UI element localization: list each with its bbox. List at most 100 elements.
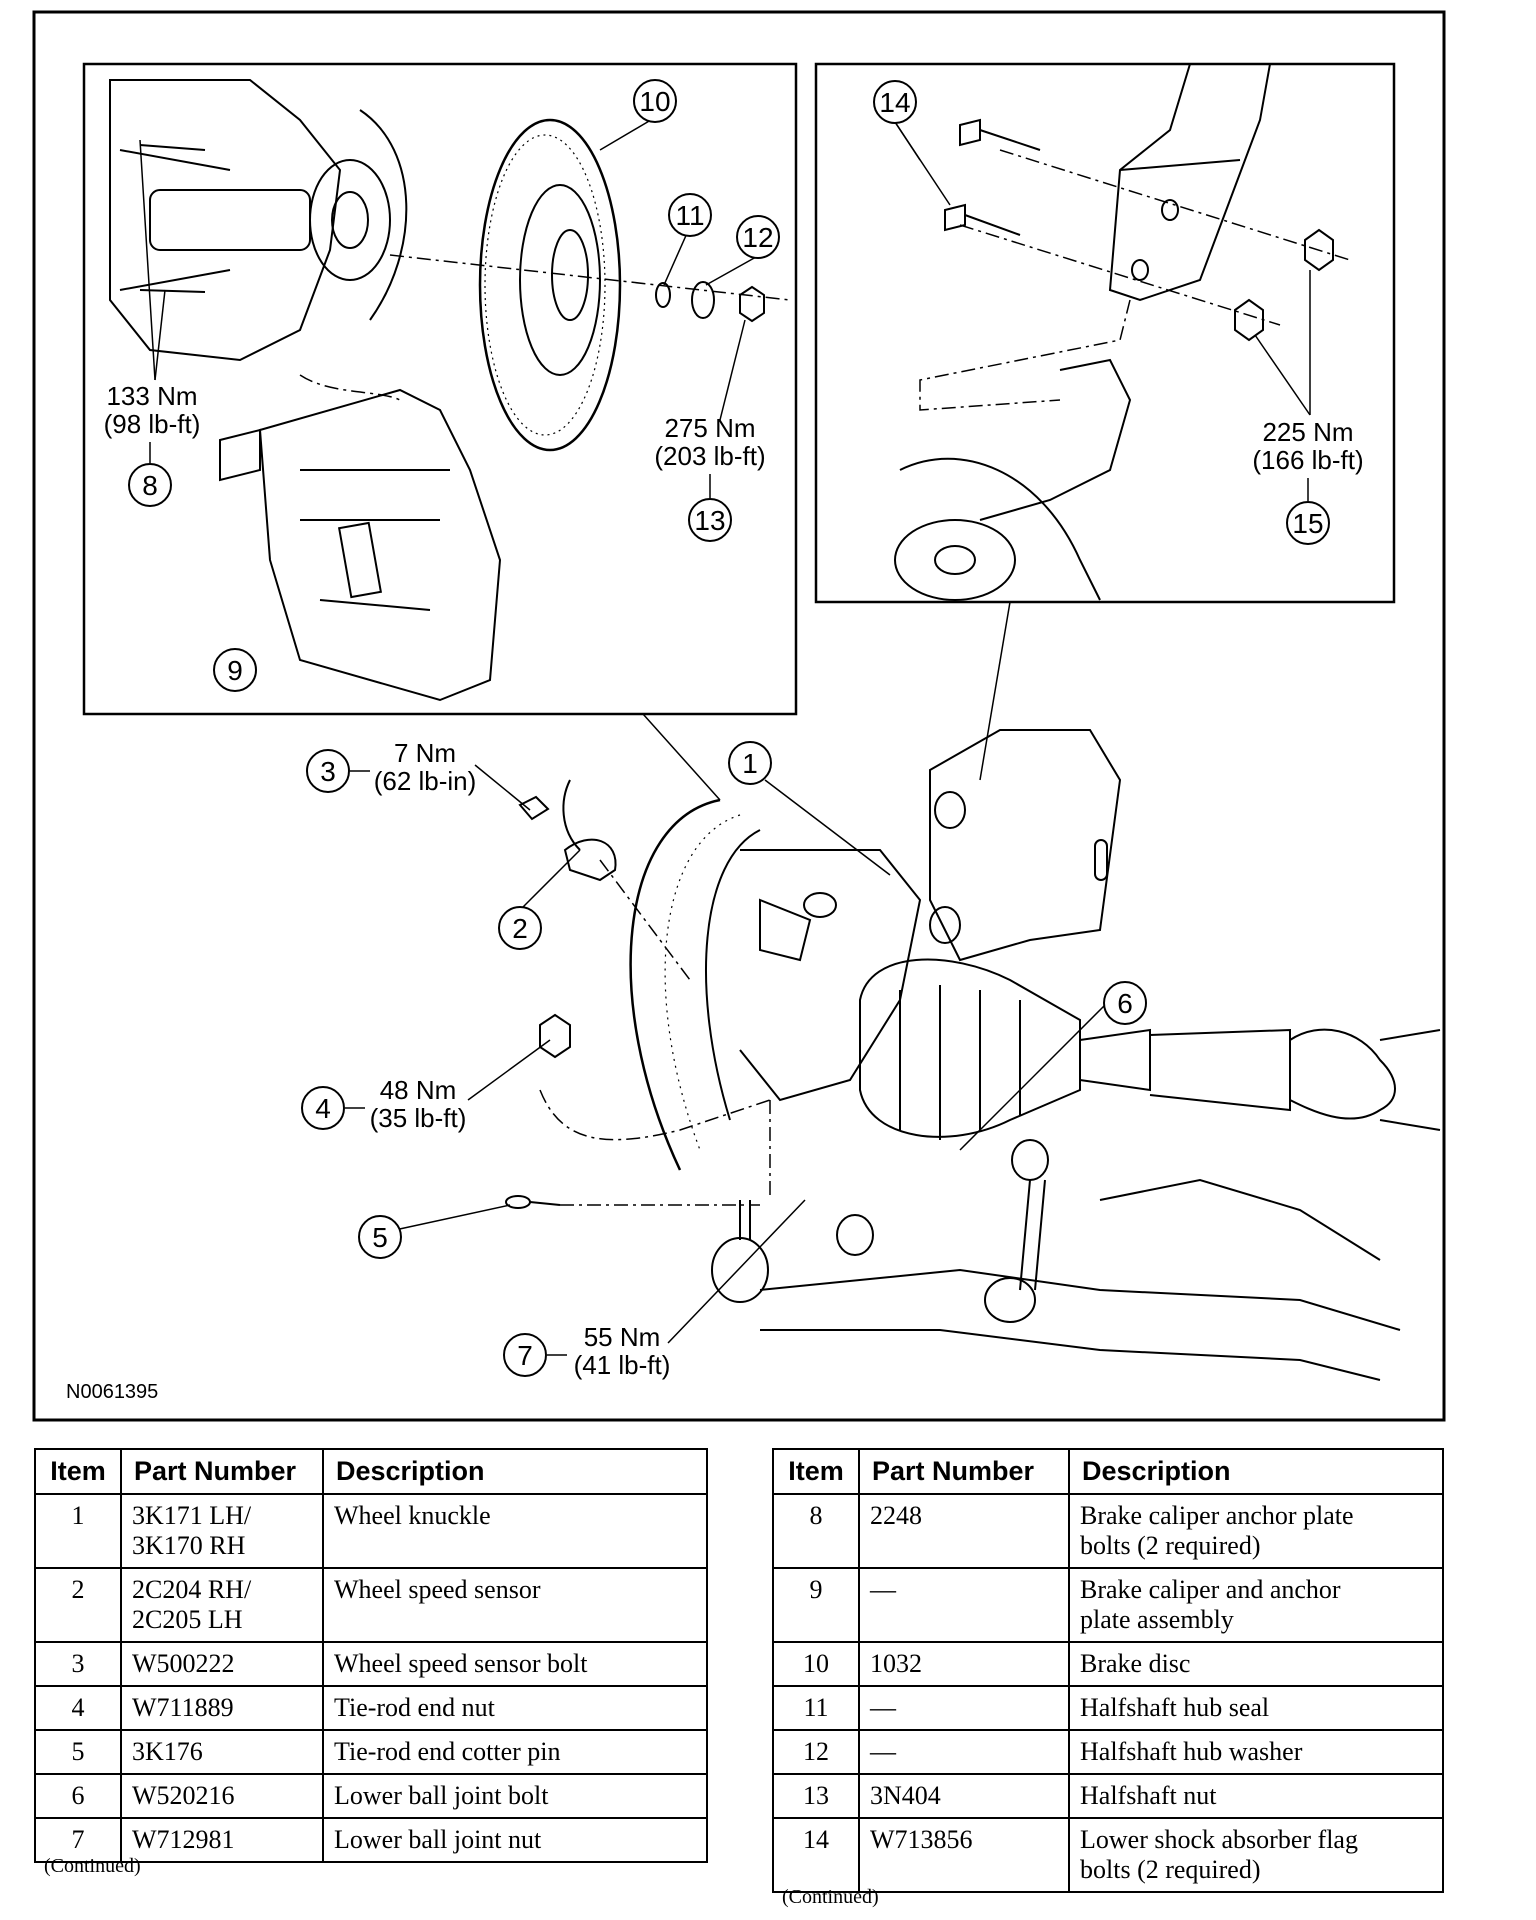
cell-item: 10 <box>772 1641 860 1687</box>
table-row: 10 1032 Brake disc <box>772 1641 1444 1687</box>
callout-9: 9 <box>213 648 257 692</box>
cell-description: Brake disc <box>1068 1641 1444 1687</box>
svg-text:(166 lb-ft): (166 lb-ft) <box>1252 445 1363 475</box>
cell-part-number: 3N404 <box>858 1773 1070 1819</box>
cell-item: 11 <box>772 1685 860 1731</box>
table-row: 2 2C204 RH/ 2C205 LH Wheel speed sensor <box>34 1567 708 1643</box>
cell-part-number: 3K176 <box>120 1729 324 1775</box>
svg-text:8: 8 <box>142 470 158 501</box>
figure-id: N0061395 <box>66 1381 158 1403</box>
torque-spec-8: 133 Nm (98 lb-ft) <box>104 381 200 463</box>
cell-part-number: — <box>858 1729 1070 1775</box>
torque-spec-3: 7 Nm (62 lb-in) <box>350 738 476 796</box>
callout-13: 13 <box>688 498 732 542</box>
cotter-pin-art <box>505 1195 561 1209</box>
sensor-art <box>518 779 617 882</box>
svg-text:15: 15 <box>1292 508 1323 539</box>
cell-description: Halfshaft nut <box>1068 1773 1444 1819</box>
callout-14: 14 <box>873 80 917 124</box>
header-item: Item <box>34 1448 122 1495</box>
cell-item: 9 <box>772 1567 860 1643</box>
svg-text:12: 12 <box>742 222 773 253</box>
cell-description: Brake caliper and anchor plate assembly <box>1068 1567 1444 1643</box>
knuckle-upper-art <box>894 358 1132 601</box>
caliper-assembly-art <box>219 388 502 702</box>
caliper-bolts-art <box>139 144 206 293</box>
svg-text:7: 7 <box>517 1340 533 1371</box>
callout-8: 8 <box>128 463 172 507</box>
lower-arm-art <box>759 1178 1401 1381</box>
svg-text:225 Nm: 225 Nm <box>1262 417 1353 447</box>
table-row: 7 W712981 Lower ball joint nut <box>34 1817 708 1863</box>
cell-description: Halfshaft hub washer <box>1068 1729 1444 1775</box>
strut-art <box>929 729 1122 962</box>
callout-3: 3 <box>306 749 350 793</box>
cell-item: 3 <box>34 1641 122 1687</box>
cell-item: 14 <box>772 1817 860 1893</box>
cell-item: 5 <box>34 1729 122 1775</box>
callout-12: 12 <box>736 215 780 259</box>
header-part-number: Part Number <box>858 1448 1070 1495</box>
main-brake-disc-art <box>629 798 761 1171</box>
tie-rod-nut-art <box>539 1013 571 1059</box>
callout-11: 11 <box>668 193 712 237</box>
callout-4: 4 <box>301 1086 345 1130</box>
cell-description: Wheel speed sensor <box>322 1567 708 1643</box>
leader-lines <box>139 116 1311 1344</box>
svg-text:1: 1 <box>742 748 758 779</box>
torque-spec-7: 55 Nm (41 lb-ft) <box>547 1322 670 1380</box>
table-row: 4 W711889 Tie-rod end nut <box>34 1685 708 1731</box>
table-row: 5 3K176 Tie-rod end cotter pin <box>34 1729 708 1775</box>
table-row: 14 W713856 Lower shock absorber flag bol… <box>772 1817 1444 1893</box>
cell-part-number: 2248 <box>858 1493 1070 1569</box>
cell-description: Wheel knuckle <box>322 1493 708 1569</box>
cell-part-number: — <box>858 1567 1070 1643</box>
svg-text:11: 11 <box>675 200 704 231</box>
svg-text:9: 9 <box>227 655 243 686</box>
svg-text:(203 lb-ft): (203 lb-ft) <box>654 441 765 471</box>
header-description: Description <box>1068 1448 1444 1495</box>
cell-description: Lower ball joint nut <box>322 1817 708 1863</box>
cell-description: Tie-rod end cotter pin <box>322 1729 708 1775</box>
svg-text:(41 lb-ft): (41 lb-ft) <box>574 1350 671 1380</box>
callout-6: 6 <box>1103 981 1147 1025</box>
cell-part-number: W500222 <box>120 1641 324 1687</box>
continued-note-left: (Continued) <box>44 1855 141 1877</box>
main-centerlines <box>539 859 771 1206</box>
inset-brake-detail <box>82 62 798 716</box>
table-row: 13 3N404 Halfshaft nut <box>772 1773 1444 1819</box>
torque-spec-13: 275 Nm (203 lb-ft) <box>654 413 766 498</box>
exploded-view-diagram: 1 2 3 4 5 6 7 8 9 10 11 12 <box>32 10 1446 1422</box>
cell-part-number: W520216 <box>120 1773 324 1819</box>
cell-part-number: W713856 <box>858 1817 1070 1893</box>
table-header-row: Item Part Number Description <box>772 1448 1444 1495</box>
continued-note-right: (Continued) <box>782 1886 879 1908</box>
cell-description: Brake caliper anchor plate bolts (2 requ… <box>1068 1493 1444 1569</box>
svg-text:4: 4 <box>315 1093 331 1124</box>
cell-description: Lower shock absorber flag bolts (2 requi… <box>1068 1817 1444 1893</box>
cell-part-number: W712981 <box>120 1817 324 1863</box>
svg-text:7 Nm: 7 Nm <box>394 738 456 768</box>
hub-seal-washer-nut-art <box>655 281 765 323</box>
table-row: 8 2248 Brake caliper anchor plate bolts … <box>772 1493 1444 1569</box>
svg-text:275 Nm: 275 Nm <box>664 413 755 443</box>
parts-table-left: Item Part Number Description 1 3K171 LH/… <box>34 1448 708 1863</box>
callout-15: 15 <box>1286 501 1330 545</box>
shock-centerlines <box>919 149 1351 411</box>
cell-part-number: 2C204 RH/ 2C205 LH <box>120 1567 324 1643</box>
cell-part-number: — <box>858 1685 1070 1731</box>
svg-text:5: 5 <box>372 1222 388 1253</box>
header-description: Description <box>322 1448 708 1495</box>
callout-7: 7 <box>503 1333 547 1377</box>
knuckle-hub-art <box>109 79 408 362</box>
table-row: 3 W500222 Wheel speed sensor bolt <box>34 1641 708 1687</box>
table-row: 11 — Halfshaft hub seal <box>772 1685 1444 1731</box>
cell-description: Tie-rod end nut <box>322 1685 708 1731</box>
svg-text:14: 14 <box>879 87 910 118</box>
svg-text:3: 3 <box>320 756 336 787</box>
cell-description: Halfshaft hub seal <box>1068 1685 1444 1731</box>
cv-boot-halfshaft-art <box>859 958 1441 1140</box>
svg-text:13: 13 <box>694 505 725 536</box>
caliper-centerline <box>299 374 401 401</box>
svg-text:(35 lb-ft): (35 lb-ft) <box>370 1103 467 1133</box>
